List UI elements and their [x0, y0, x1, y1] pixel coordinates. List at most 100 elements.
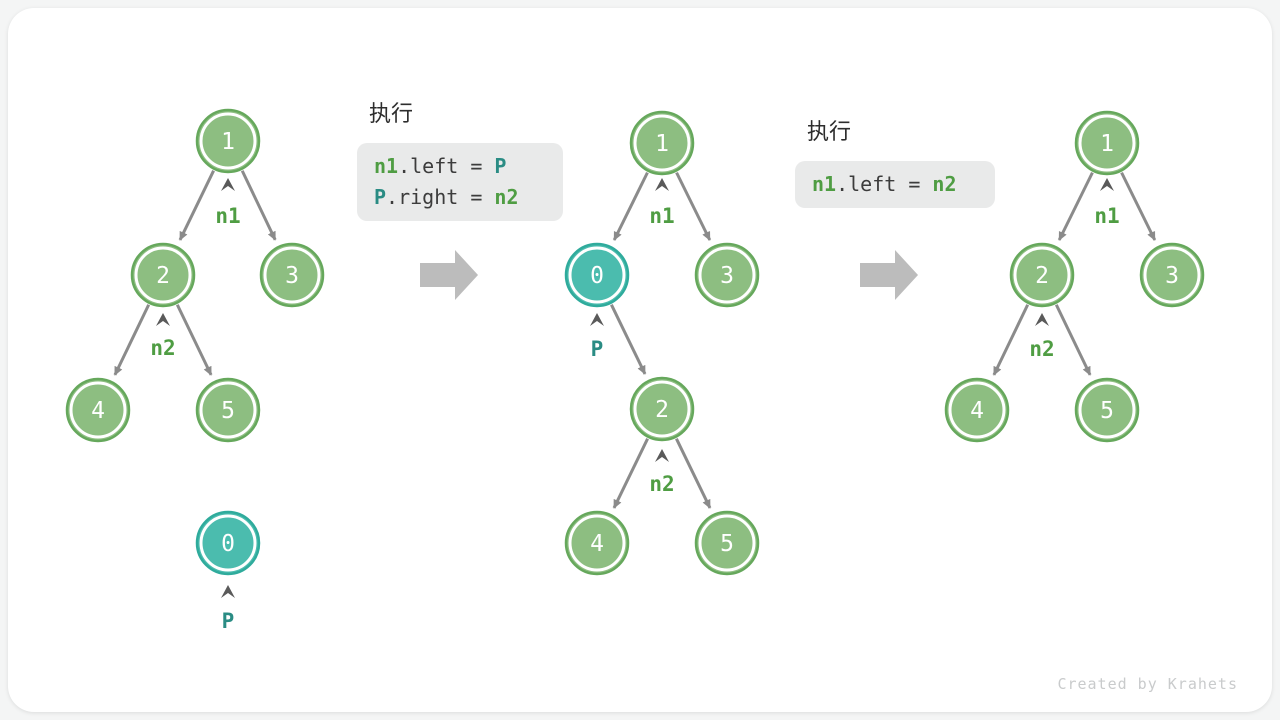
tree-edge — [675, 171, 712, 241]
node-circle — [629, 376, 695, 442]
pointer-label-n1: n1 — [215, 204, 240, 228]
pointer-caret-icon — [590, 313, 604, 326]
node-value: 3 — [720, 263, 734, 289]
node-value: 1 — [221, 129, 235, 155]
pointer-label-n2: n2 — [150, 336, 175, 360]
node-inner-ring — [263, 246, 321, 304]
node-value: 5 — [221, 398, 235, 424]
tree-node-4: 4 — [564, 510, 630, 576]
node-value: 5 — [1100, 398, 1114, 424]
pointer-caret-icon — [1035, 313, 1049, 326]
pointer-caret-icon — [221, 585, 235, 598]
node-inner-ring — [134, 246, 192, 304]
step-arrows-layer — [420, 250, 918, 300]
node-circle — [130, 242, 196, 308]
pointer-caret-icon — [1100, 178, 1114, 191]
tree-edge — [1120, 171, 1157, 241]
node-value: 4 — [970, 398, 984, 424]
pointer-label-P: P — [222, 609, 235, 633]
tree-node-0: 0 — [195, 510, 261, 576]
tree-node-2: 2 — [629, 376, 695, 442]
tree-node-5: 5 — [195, 377, 261, 443]
node-value: 4 — [590, 531, 604, 557]
node-circle — [944, 377, 1010, 443]
pointer-label-P: P — [591, 337, 604, 361]
tree-node-2: 2 — [130, 242, 196, 308]
node-value: 3 — [285, 263, 299, 289]
node-value: 5 — [720, 531, 734, 557]
node-circle — [1139, 242, 1205, 308]
tree-edge — [612, 438, 649, 509]
tree-edge — [113, 304, 151, 376]
node-circle — [65, 377, 131, 443]
node-inner-ring — [199, 112, 257, 170]
node-circle — [195, 510, 261, 576]
tree-node-5: 5 — [1074, 377, 1140, 443]
tree-node-2: 2 — [1009, 242, 1075, 308]
tree-edge — [612, 171, 649, 241]
step-arrow-icon — [420, 250, 478, 300]
node-circle — [195, 108, 261, 174]
node-value: 2 — [655, 397, 669, 423]
node-circle — [629, 110, 695, 176]
node-inner-ring — [698, 246, 756, 304]
pointer-caret-icon — [655, 178, 669, 191]
node-inner-ring — [633, 114, 691, 172]
node-inner-ring — [633, 380, 691, 438]
edges-layer — [113, 170, 1157, 509]
tree-node-0: 0 — [564, 242, 630, 308]
node-value: 0 — [590, 263, 604, 289]
pointer-caret-icon — [156, 313, 170, 326]
watermark: Created by Krahets — [1057, 675, 1238, 693]
node-circle — [1009, 242, 1075, 308]
node-circle — [1074, 110, 1140, 176]
pointer-label-n1: n1 — [649, 204, 674, 228]
node-value: 4 — [91, 398, 105, 424]
node-circle — [195, 377, 261, 443]
tree-node-1: 1 — [1074, 110, 1140, 176]
tree-node-4: 4 — [65, 377, 131, 443]
node-value: 3 — [1165, 263, 1179, 289]
tree-edge — [1054, 304, 1092, 376]
node-inner-ring — [568, 514, 626, 572]
pointer-label-n2: n2 — [1029, 337, 1054, 361]
tree-node-4: 4 — [944, 377, 1010, 443]
tree-edge — [992, 304, 1030, 376]
node-inner-ring — [199, 381, 257, 439]
node-value: 2 — [156, 263, 170, 289]
tree-node-3: 3 — [1139, 242, 1205, 308]
tree-node-1: 1 — [195, 108, 261, 174]
node-inner-ring — [568, 246, 626, 304]
nodes-layer: 1 2 3 4 5 0 1 0 3 2 4 5 1 2 3 4 5 — [65, 108, 1205, 576]
step-arrow-icon — [860, 250, 918, 300]
node-value: 0 — [221, 531, 235, 557]
tree-node-5: 5 — [694, 510, 760, 576]
node-inner-ring — [698, 514, 756, 572]
tree-edge — [178, 170, 215, 241]
pointer-caret-icon — [221, 178, 235, 191]
node-inner-ring — [1013, 246, 1071, 304]
pointer-caret-icon — [655, 449, 669, 462]
tree-edge — [610, 304, 647, 375]
node-circle — [259, 242, 325, 308]
tree-edge — [675, 438, 712, 509]
node-circle — [694, 242, 760, 308]
node-inner-ring — [948, 381, 1006, 439]
tree-edge — [175, 304, 213, 376]
pointer-label-n2: n2 — [649, 472, 674, 496]
node-circle — [694, 510, 760, 576]
pointer-label-n1: n1 — [1094, 204, 1119, 228]
node-inner-ring — [1078, 114, 1136, 172]
node-circle — [564, 510, 630, 576]
tree-node-3: 3 — [694, 242, 760, 308]
node-inner-ring — [1143, 246, 1201, 304]
tree-edge — [1057, 171, 1094, 241]
node-circle — [564, 242, 630, 308]
node-value: 1 — [1100, 131, 1114, 157]
node-value: 1 — [655, 131, 669, 157]
node-inner-ring — [69, 381, 127, 439]
tree-node-1: 1 — [629, 110, 695, 176]
node-inner-ring — [199, 514, 257, 572]
